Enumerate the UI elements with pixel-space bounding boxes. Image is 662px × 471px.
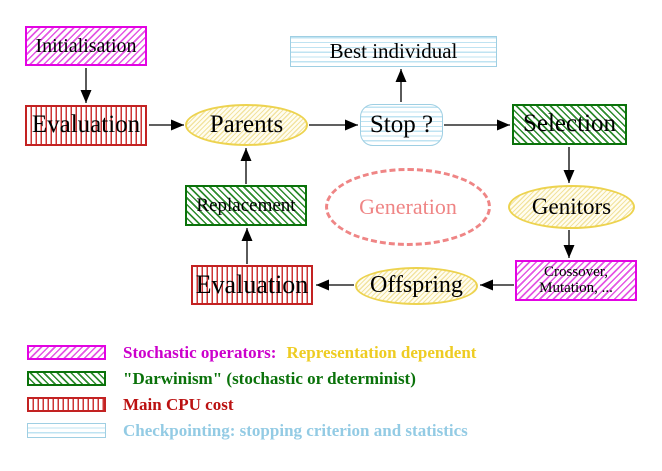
node-generation-label: Generation [359,194,457,220]
node-evaluation-bottom: Evaluation [191,265,313,305]
node-offspring-label: Offspring [370,272,463,299]
node-best-individual: Best individual [290,36,497,67]
legend-row-checkpointing: Checkpointing: stopping criterion and st… [27,422,468,439]
node-initialisation-label: Initialisation [35,34,137,57]
node-genitors: Genitors [508,185,635,229]
legend-label-stochastic: Stochastic operators: Representation depe… [123,344,476,361]
node-stop-label: Stop ? [369,110,434,138]
node-best-individual-label: Best individual [329,39,458,64]
node-initialisation: Initialisation [25,26,147,66]
legend-text-cpu-cost: Main CPU cost [123,395,234,414]
legend-text-representation-dependent: Representation dependent [286,343,477,362]
node-genitors-label: Genitors [531,193,612,219]
legend-swatch-darwinism [27,371,106,386]
legend-swatch-stochastic-operators [27,345,106,360]
node-crossover-line2: Mutation, ... [539,279,613,296]
node-parents-label: Parents [209,110,284,138]
node-stop: Stop ? [360,104,443,146]
node-replacement: Replacement [185,185,307,226]
node-generation: Generation [325,168,491,246]
legend-swatch-cpu-cost [27,397,106,412]
node-parents: Parents [185,104,308,146]
legend-swatch-checkpointing [27,423,106,438]
node-evaluation-top-label: Evaluation [31,111,141,139]
node-evaluation-top: Evaluation [25,105,147,146]
legend-text-darwinism: "Darwinism" (stochastic or determinist) [123,369,416,388]
node-selection: Selection [512,104,627,145]
node-offspring: Offspring [355,267,478,305]
node-selection-label: Selection [522,110,617,138]
legend-text-checkpointing: Checkpointing: stopping criterion and st… [123,421,468,440]
node-replacement-label: Replacement [196,194,296,216]
node-crossover-line1: Crossover, [544,263,608,280]
legend-row-stochastic: Stochastic operators: Representation depe… [27,344,476,361]
node-evaluation-bottom-label: Evaluation [195,270,309,300]
legend-row-darwinism: "Darwinism" (stochastic or determinist) [27,370,416,387]
legend-row-cpu-cost: Main CPU cost [27,396,233,413]
node-crossover-mutation: Crossover, Mutation, ... [515,260,637,301]
legend-text-stochastic-operators: Stochastic operators: [123,343,277,362]
